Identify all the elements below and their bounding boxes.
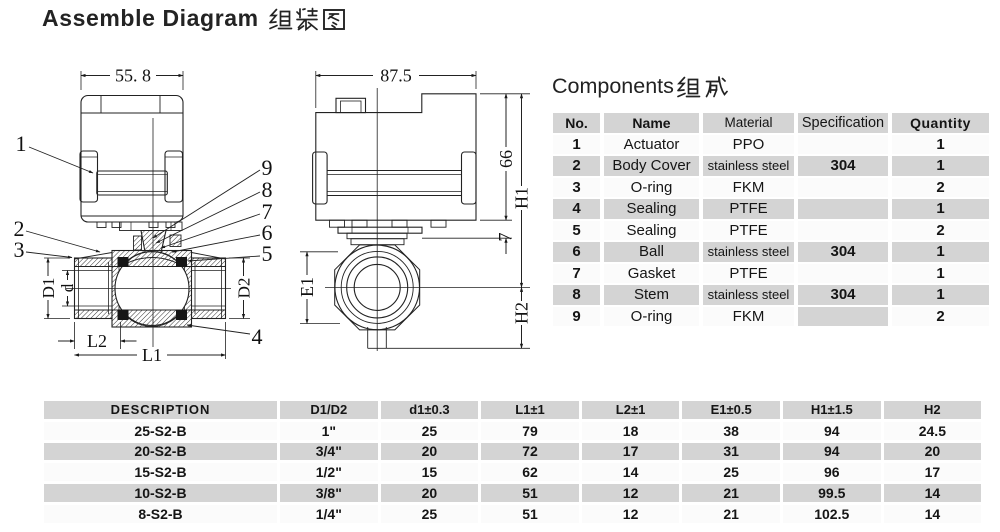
svg-text:2: 2 bbox=[14, 216, 25, 241]
svg-text:6: 6 bbox=[262, 220, 273, 245]
svg-text:87.5: 87.5 bbox=[380, 66, 412, 86]
svg-text:5: 5 bbox=[262, 241, 273, 266]
svg-text:66: 66 bbox=[496, 150, 516, 168]
svg-text:D1: D1 bbox=[39, 278, 58, 299]
svg-text:3: 3 bbox=[14, 237, 25, 262]
svg-text:55. 8: 55. 8 bbox=[115, 66, 151, 86]
svg-text:D2: D2 bbox=[235, 278, 254, 299]
svg-text:L2: L2 bbox=[87, 331, 107, 351]
svg-text:E1: E1 bbox=[297, 277, 317, 297]
svg-text:7: 7 bbox=[262, 199, 273, 224]
svg-text:7: 7 bbox=[495, 233, 515, 242]
svg-text:9: 9 bbox=[262, 155, 273, 180]
svg-text:1: 1 bbox=[16, 131, 27, 156]
svg-text:8: 8 bbox=[262, 177, 273, 202]
svg-text:4: 4 bbox=[252, 324, 263, 349]
svg-text:L1: L1 bbox=[142, 345, 162, 365]
svg-text:H1: H1 bbox=[512, 187, 532, 209]
svg-text:H2: H2 bbox=[512, 302, 532, 324]
svg-text:d: d bbox=[58, 283, 77, 292]
